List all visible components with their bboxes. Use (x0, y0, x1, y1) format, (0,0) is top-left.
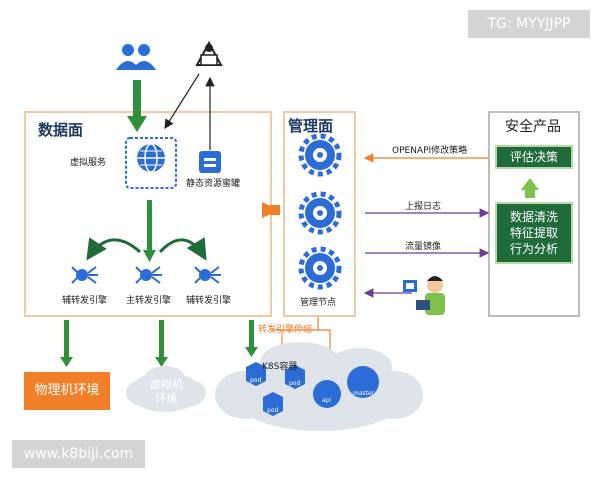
openapi-label: OPENAPI修改策略 (392, 146, 468, 156)
users-icon (116, 44, 156, 70)
gear-icon-2 (298, 191, 342, 235)
data-plane-title: 数据面 (38, 121, 84, 139)
physical-env-box: 物理机环境 (24, 372, 110, 410)
honeypot-icon (199, 151, 221, 173)
k8s-node-pod-2 (285, 365, 305, 389)
down-arrow-k8s (245, 320, 258, 357)
security-up-arrow (521, 178, 539, 198)
engine-scale-label: 转发引擎伸缩 (258, 325, 313, 335)
static-honeypot-label: 静态资源蜜罐 (186, 179, 241, 189)
watermark-top: TG: MYYJJPP (468, 10, 590, 38)
gear-icon-1 (298, 133, 342, 177)
k8s-node-label-pod-2: pod (289, 380, 301, 387)
aux-engine-right-label: 辅转发引擎 (186, 296, 232, 306)
globe-icon (125, 137, 177, 189)
security-product-title: 安全产品 (505, 119, 561, 135)
k8s-node-master (347, 366, 379, 398)
management-plane-title: 管理面 (288, 117, 334, 135)
analysis-line-2: 特征提取 (509, 226, 558, 240)
engine-icon-right (194, 266, 221, 284)
k8s-node-api (313, 380, 341, 408)
eval-decision-box: 评估决策 (495, 145, 573, 169)
operator-icon (416, 276, 445, 315)
k8s-node-pod-3 (263, 392, 283, 416)
k8s-node-label-api: api (322, 397, 332, 404)
gear-icon-3 (298, 246, 342, 290)
user-inflow-arrow (127, 80, 147, 132)
analysis-line-1: 数据清洗 (509, 210, 558, 224)
curve-arrow-right (158, 237, 207, 261)
k8s-node-label-master: master (353, 390, 375, 397)
curve-arrow-left (86, 237, 142, 261)
analysis-line-3: 行为分析 (509, 242, 558, 256)
traffic-mirror-label: 流量镜像 (405, 242, 442, 252)
main-engine-label: 主转发引擎 (126, 296, 172, 306)
down-arrow-physical (60, 320, 73, 367)
engine-icon-left (71, 266, 98, 284)
analysis-box: 数据清洗 特征提取 行为分析 (495, 202, 573, 264)
k8s-label: K8S容器 (262, 362, 298, 372)
k8s-node-label-pod-3: pod (267, 407, 279, 414)
k8s-node-pod-1 (246, 362, 266, 386)
aux-engine-left-label: 辅转发引擎 (62, 296, 108, 306)
hacker-icon (195, 40, 223, 66)
management-node-label: 管理节点 (300, 298, 337, 308)
vm-cloud (126, 366, 206, 412)
k8s-node-label-pod-1: pod (250, 377, 262, 384)
report-log-label: 上报日志 (405, 202, 442, 212)
engine-icon-main (135, 266, 162, 284)
virtual-env-label: 虚拟机 环境 (150, 378, 183, 405)
down-arrow-virtual (155, 320, 168, 367)
dispatch-arrow (143, 200, 156, 262)
virtual-service-label: 虚拟服务 (70, 158, 107, 168)
watermark-bottom: www.k8biji.com (12, 440, 145, 468)
attacker-arrow (164, 73, 200, 130)
monitor-icon (403, 280, 417, 292)
